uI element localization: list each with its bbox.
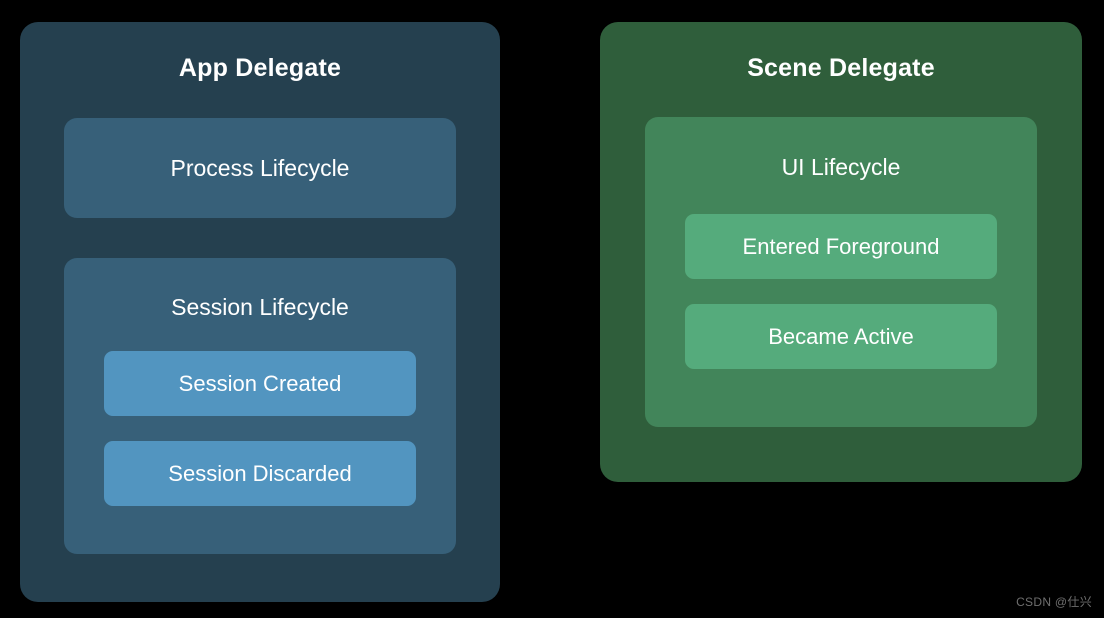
lifecycle-item-session-created: Session Created <box>104 351 416 416</box>
lifecycle-item-session-discarded: Session Discarded <box>104 441 416 506</box>
group-title-process-lifecycle: Process Lifecycle <box>170 154 350 181</box>
group-title-session-lifecycle: Session Lifecycle <box>171 294 349 320</box>
watermark-text: CSDN @仕兴 <box>1016 595 1092 609</box>
lifecycle-item-label: Session Discarded <box>168 460 352 486</box>
group-card-process-lifecycle: Process Lifecycle <box>64 118 456 218</box>
lifecycle-item-label: Session Created <box>178 370 342 396</box>
panel-title-scene-delegate: Scene Delegate <box>747 54 935 82</box>
panel-title-app-delegate: App Delegate <box>178 54 342 82</box>
lifecycle-item-became-active: Became Active <box>685 304 997 369</box>
lifecycle-item-label: Entered Foreground <box>742 233 940 259</box>
lifecycle-item-label: Became Active <box>768 323 914 349</box>
lifecycle-item-entered-foreground: Entered Foreground <box>685 214 997 279</box>
group-title-ui-lifecycle: UI Lifecycle <box>781 154 901 180</box>
